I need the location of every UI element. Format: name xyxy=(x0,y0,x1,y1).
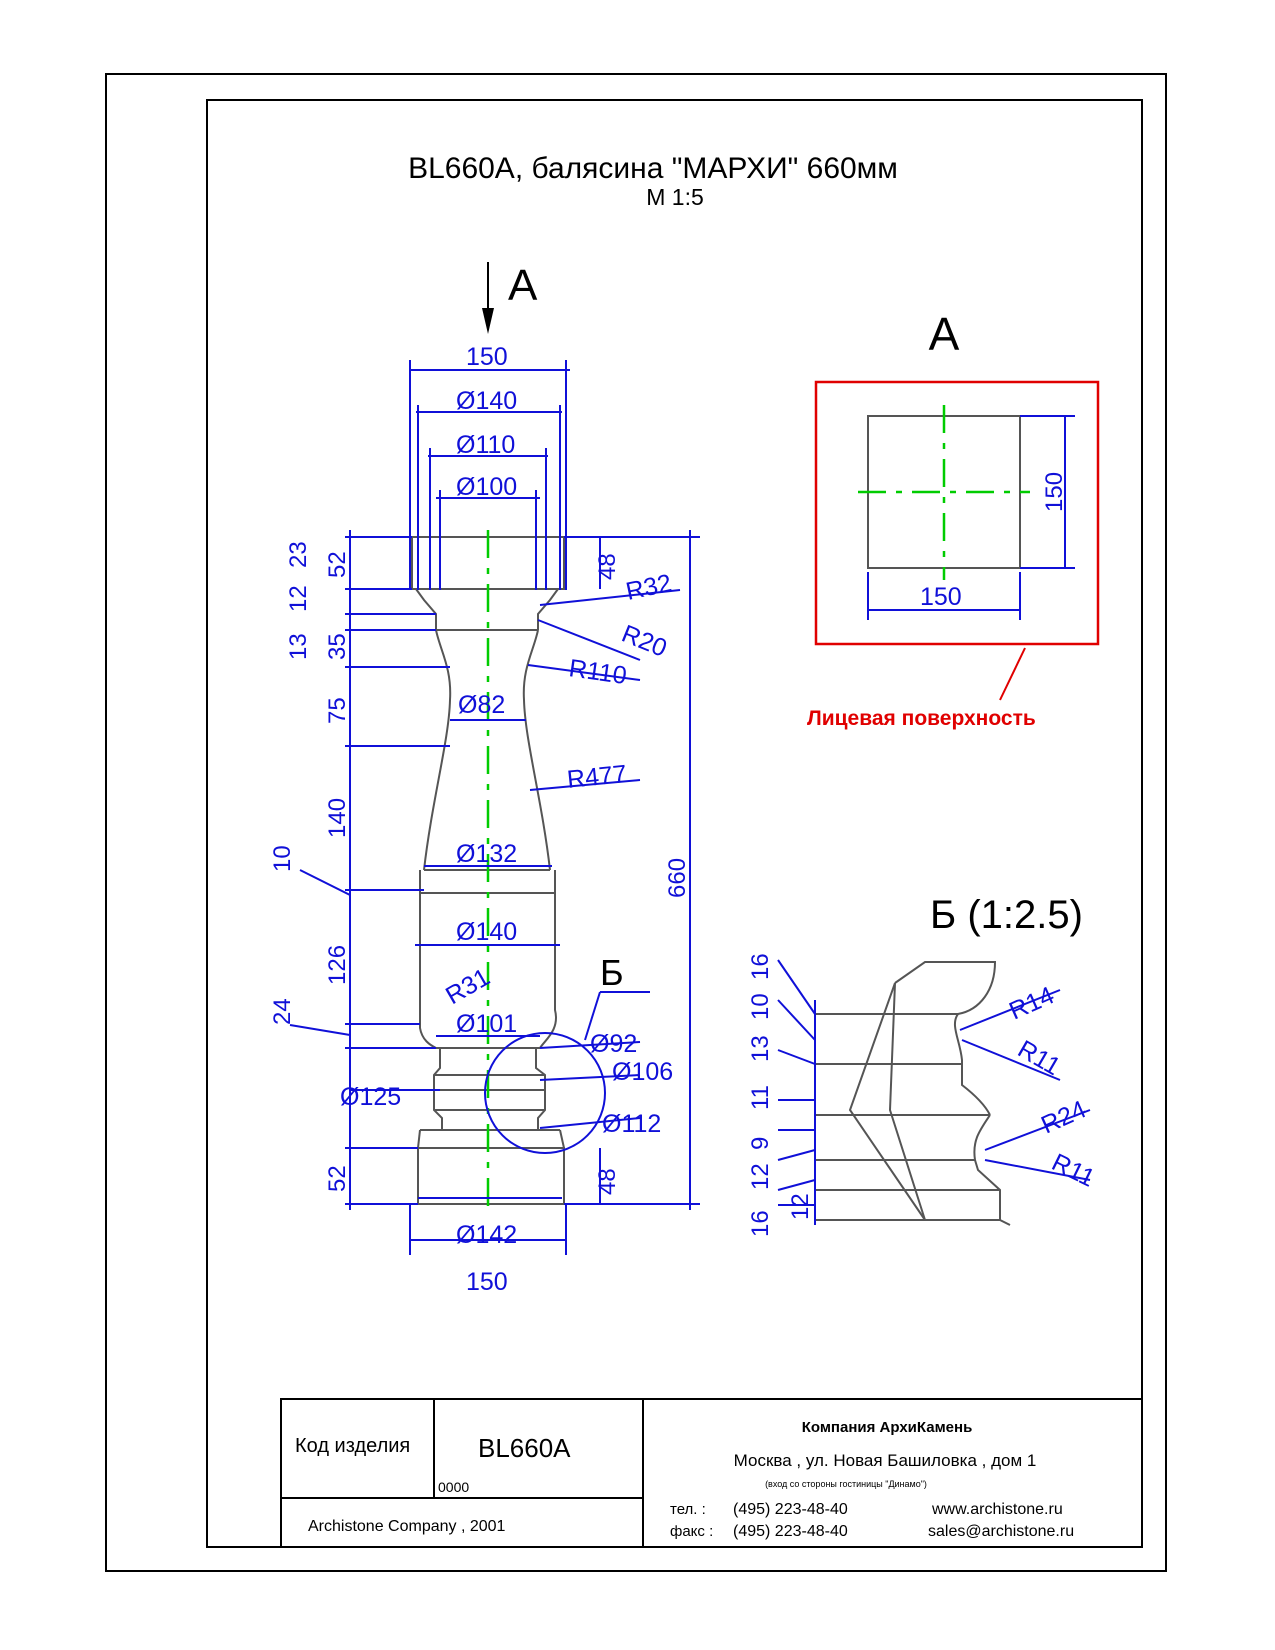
baluster-outline xyxy=(411,536,565,1205)
dim-d82: Ø82 xyxy=(458,691,505,719)
dim-h13: 13 xyxy=(285,633,312,660)
detail-b-dim-2: 16 xyxy=(747,1210,774,1237)
tel-number: (495) 223-48-40 xyxy=(733,1501,848,1518)
dim-h23: 23 xyxy=(285,541,312,568)
dim-h52-top: 52 xyxy=(324,551,351,578)
dim-top-150: 150 xyxy=(466,343,508,371)
drawing-scale: М 1:5 xyxy=(646,184,704,210)
email: sales@archistone.ru xyxy=(928,1523,1074,1540)
dim-h48-top: 48 xyxy=(594,553,621,580)
detail-b-dim-5: 11 xyxy=(747,1085,774,1110)
detail-b-dim-1: 16 xyxy=(747,953,774,980)
dim-d110: Ø110 xyxy=(456,431,515,459)
detail-b-dim-4: 13 xyxy=(747,1035,774,1062)
detail-b-dim-3: 10 xyxy=(747,993,774,1020)
dim-r32: R32 xyxy=(623,569,674,606)
company-year: Archistone Company , 2001 xyxy=(308,1518,506,1535)
dim-d101: Ø101 xyxy=(456,1010,517,1038)
detail-b-r14: R14 xyxy=(1005,981,1058,1025)
outer-frame xyxy=(105,73,1167,1572)
code-value: BL660A xyxy=(478,1433,571,1463)
dim-d100: Ø100 xyxy=(456,473,517,501)
view-a-arrow-label: А xyxy=(508,261,538,310)
website: www.archistone.ru xyxy=(931,1501,1063,1518)
dim-d140-top: Ø140 xyxy=(456,387,517,415)
detail-b-dim-7: 12 xyxy=(747,1163,774,1190)
dim-bot-150: 150 xyxy=(466,1268,508,1296)
view-a-height-dim: 150 xyxy=(1041,472,1068,512)
view-a-title: А xyxy=(929,308,960,360)
dim-d125: Ø125 xyxy=(340,1083,401,1111)
view-a-square xyxy=(867,415,1021,569)
company-name: Компания АрхиКамень xyxy=(802,1419,973,1436)
detail-b-marker: Б xyxy=(600,952,624,993)
detail-b-r11-a: R11 xyxy=(1013,1035,1065,1081)
detail-b-leader xyxy=(584,991,601,1041)
dim-h24: 24 xyxy=(269,998,296,1025)
title-block xyxy=(280,1398,1143,1548)
dim-h10: 10 xyxy=(269,845,296,872)
view-a-note: Лицевая поверхность xyxy=(807,707,1036,730)
detail-b-profile xyxy=(815,961,1011,1226)
dim-h12: 12 xyxy=(285,585,312,612)
dim-h52-bot: 52 xyxy=(324,1165,351,1192)
detail-b-dim-8: 12 xyxy=(787,1193,814,1220)
company-address: Москва , ул. Новая Башиловка , дом 1 xyxy=(734,1451,1037,1470)
dim-d142: Ø142 xyxy=(456,1221,517,1249)
dim-d92: Ø92 xyxy=(590,1030,637,1058)
view-a-width-dim: 150 xyxy=(920,583,962,611)
detail-b-title: Б (1:2.5) xyxy=(930,893,1083,937)
dim-r20: R20 xyxy=(618,620,671,663)
fax-label: факс : xyxy=(670,1523,713,1540)
dim-r477: R477 xyxy=(566,760,628,794)
drawing-title: BL660A, балясина "МАРХИ" 660мм xyxy=(408,152,898,185)
dim-d132: Ø132 xyxy=(456,840,517,868)
dim-h660: 660 xyxy=(664,858,691,898)
dim-d106: Ø106 xyxy=(612,1058,673,1086)
dim-h35: 35 xyxy=(324,633,351,660)
view-a-highlight-frame xyxy=(814,380,1100,646)
fax-number: (495) 223-48-40 xyxy=(733,1523,848,1540)
dim-r110: R110 xyxy=(567,654,628,690)
dim-h140: 140 xyxy=(324,798,351,838)
code-number: 0000 xyxy=(438,1479,469,1495)
dim-h48-bot: 48 xyxy=(594,1168,621,1195)
tel-label: тел. : xyxy=(670,1501,706,1518)
detail-b-dim-6: 9 xyxy=(747,1137,774,1150)
view-a-arrow: А xyxy=(482,261,538,334)
detail-b-r24: R24 xyxy=(1037,1095,1090,1139)
dim-h126: 126 xyxy=(324,945,351,985)
view-a: А 150 150 Лицевая поверхность xyxy=(807,308,1100,730)
detail-b-r11-b: R11 xyxy=(1047,1148,1099,1192)
dimension-labels: 150 Ø140 Ø110 Ø100 23 52 12 13 35 75 140… xyxy=(269,343,691,1296)
dim-h75: 75 xyxy=(324,697,351,724)
company-address-note: (вход со стороны гостиницы "Динамо") xyxy=(765,1479,927,1489)
dim-r31: R31 xyxy=(441,963,495,1010)
dim-d112: Ø112 xyxy=(602,1110,661,1138)
title-block-text: Код изделия BL660A 0000 Archistone Compa… xyxy=(295,1419,1074,1540)
code-label: Код изделия xyxy=(295,1435,410,1457)
dim-d140-mid: Ø140 xyxy=(456,918,517,946)
detail-b-circle xyxy=(484,1032,606,1154)
dimension-lines xyxy=(289,360,700,1255)
detail-b: Б (1:2.5) xyxy=(747,893,1099,1237)
